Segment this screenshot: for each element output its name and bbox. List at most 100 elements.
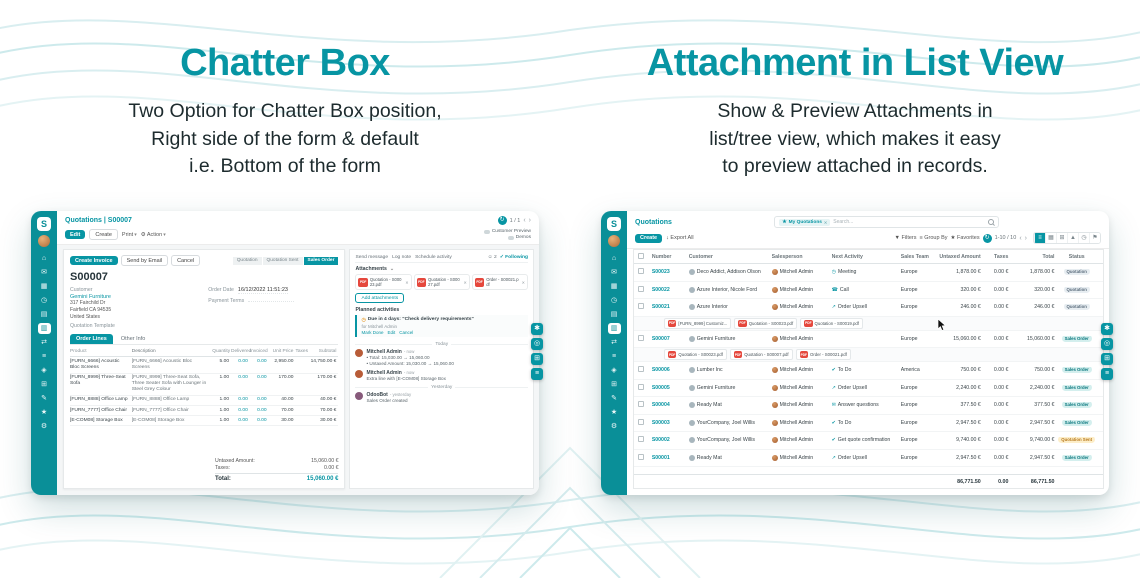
sparkle-icon[interactable]: ✱ — [531, 323, 543, 336]
create-button[interactable]: Create — [635, 233, 663, 243]
row-checkbox[interactable] — [638, 436, 644, 443]
order-line-row[interactable]: [E-COM08] Storage Box[E-COM08] Storage B… — [70, 416, 339, 427]
filters-menu[interactable]: ▼ Filters — [894, 235, 917, 242]
favorites-icon[interactable]: ★ — [610, 409, 618, 417]
kanban-view-icon[interactable]: ▦ — [1045, 233, 1056, 244]
menu-icon[interactable]: ≡ — [531, 368, 543, 381]
remove-facet-icon[interactable]: ✕ — [823, 219, 828, 225]
row-next-activity[interactable]: ✔Get quote confirmation — [832, 437, 901, 443]
apps-grid-icon[interactable]: ⊞ — [1101, 353, 1113, 366]
column-header[interactable]: Status — [1068, 253, 1085, 260]
crm-icon[interactable]: ◈ — [41, 367, 47, 375]
graph-view-icon[interactable]: ▲ — [1067, 233, 1078, 244]
crm-icon[interactable]: ◈ — [611, 367, 617, 375]
followers-button[interactable]: ☺ 2 — [487, 254, 497, 260]
settings-icon[interactable]: ⚙ — [40, 423, 48, 431]
column-header[interactable]: Total — [1042, 253, 1055, 260]
studio-icon[interactable]: ✎ — [41, 395, 47, 403]
activities-icon[interactable]: ◷ — [610, 297, 618, 305]
status-quotation[interactable]: Quotation — [231, 256, 262, 265]
column-header[interactable]: Taxes — [994, 253, 1009, 260]
select-all-checkbox[interactable] — [638, 252, 644, 259]
order-line-row[interactable]: [FURN_8888] Office Lamp[FURN_8888] Offic… — [70, 396, 339, 407]
column-header[interactable]: Subtotal — [318, 348, 337, 354]
following-toggle[interactable]: ✓ Following — [499, 255, 528, 261]
log-note-button[interactable]: Log note — [392, 254, 412, 260]
edit-activity-button[interactable]: Edit — [387, 330, 396, 336]
search-icon[interactable]: ◎ — [531, 338, 543, 351]
transfers-icon[interactable]: ⇄ — [611, 339, 617, 347]
row-checkbox[interactable] — [638, 366, 644, 373]
transfers-icon[interactable]: ⇄ — [41, 339, 47, 347]
attachment-chip[interactable]: PDF[FURN_8999] Customiz... — [664, 317, 732, 329]
column-header[interactable]: Sales Team — [900, 253, 929, 260]
settings-icon[interactable]: ⚙ — [610, 423, 618, 431]
app-logo[interactable]: S — [607, 217, 621, 232]
create-invoice-button[interactable]: Create Invoice — [70, 256, 118, 266]
customer-value[interactable]: Gemini Furniture — [70, 294, 111, 301]
order-date-value[interactable]: 16/12/2022 11:51:23 — [237, 287, 288, 295]
home-icon[interactable]: ⌂ — [611, 255, 617, 263]
refresh-icon[interactable]: ↻ — [497, 216, 507, 226]
column-header[interactable]: Number — [651, 253, 672, 260]
row-next-activity[interactable]: ✔To Do — [832, 420, 901, 426]
user-avatar[interactable] — [608, 235, 620, 248]
column-header[interactable]: Delivered — [231, 348, 252, 354]
column-header[interactable]: Product — [70, 348, 87, 354]
row-checkbox[interactable] — [638, 383, 644, 390]
row-next-activity[interactable]: ↗Order Upsell — [832, 385, 901, 391]
cancel-button[interactable]: Cancel — [171, 255, 201, 267]
notes-icon[interactable]: ▤ — [610, 311, 618, 319]
sparkle-icon[interactable]: ✱ — [1101, 323, 1113, 336]
status-quotation-sent[interactable]: Quotation Sent — [261, 256, 303, 265]
row-next-activity[interactable]: ↗Order Upsell — [832, 455, 901, 461]
create-button[interactable]: Create — [89, 229, 118, 241]
calendar-icon[interactable]: ▦ — [40, 283, 48, 291]
app-logo[interactable]: S — [37, 217, 51, 232]
row-checkbox[interactable] — [638, 401, 644, 408]
row-next-activity[interactable]: ◷Meeting — [832, 269, 901, 275]
tab-order-lines[interactable]: Order Lines — [70, 334, 113, 345]
column-header[interactable]: Untaxed Amount — [939, 253, 981, 260]
column-header[interactable]: Customer — [688, 253, 713, 260]
user-avatar[interactable] — [38, 235, 50, 248]
activities-icon[interactable]: ◷ — [40, 297, 48, 305]
order-line-row[interactable]: [FURN_6666] Acoustic Bloc Screens[FURN_6… — [70, 357, 339, 374]
mark-done-button[interactable]: Mark Done — [361, 330, 384, 336]
home-icon[interactable]: ⌂ — [41, 255, 47, 263]
search-icon[interactable]: ◎ — [1101, 338, 1113, 351]
status-sales-order[interactable]: Sales Order — [302, 256, 339, 265]
row-checkbox[interactable] — [638, 418, 644, 425]
refresh-icon[interactable]: ↻ — [982, 233, 992, 243]
chevron-down-icon[interactable]: ⌄ — [389, 266, 395, 273]
row-checkbox[interactable] — [638, 453, 644, 460]
order-line-row[interactable]: [FURN_7777] Office Chair[FURN_7777] Offi… — [70, 406, 339, 417]
column-header[interactable]: Next Activity — [831, 253, 863, 260]
demos-toggle[interactable]: Demos — [507, 235, 531, 240]
payment-terms-value[interactable] — [248, 301, 295, 303]
row-checkbox[interactable] — [638, 334, 644, 341]
tab-other-info[interactable]: Other Info — [120, 336, 146, 343]
pager-next-icon[interactable]: › — [528, 217, 531, 225]
pager-previous-icon[interactable]: ‹ — [523, 217, 526, 225]
column-header[interactable]: Description — [131, 348, 156, 354]
send-by-email-button[interactable]: Send by Email — [120, 255, 169, 267]
notes-icon[interactable]: ▤ — [40, 311, 48, 319]
list-icon[interactable]: ≡ — [611, 353, 617, 361]
column-header[interactable]: Invoiced — [249, 348, 268, 354]
activity-view-icon[interactable]: ◷ — [1078, 233, 1089, 244]
apps-icon[interactable]: ⊞ — [611, 381, 617, 389]
row-checkbox[interactable] — [638, 268, 644, 275]
row-next-activity[interactable]: ✔To Do — [832, 367, 901, 373]
remove-attachment-icon[interactable]: ✕ — [463, 279, 467, 285]
apps-icon[interactable]: ⊞ — [41, 381, 47, 389]
